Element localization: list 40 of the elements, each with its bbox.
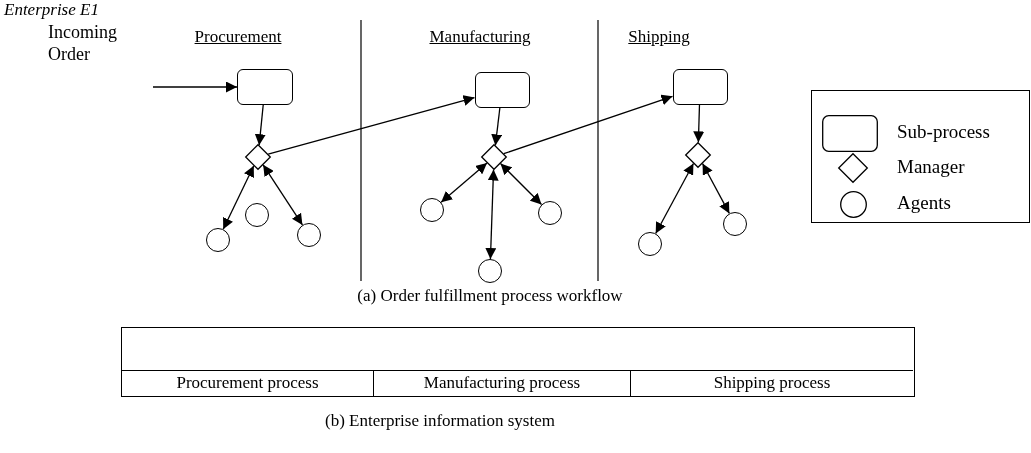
arrow [655,162,695,235]
table-cell: Procurement process [122,370,373,396]
caption: (b) Enterprise information system [325,412,555,431]
arrow [485,168,499,260]
input-label: Incoming Order [48,22,153,70]
arrow [701,162,730,215]
arrow [262,164,304,226]
arrow [267,95,476,155]
arrow [693,104,705,143]
arrow [440,162,488,203]
lane-heading: Procurement [194,28,282,47]
arrow [491,107,503,147]
arrow [503,94,674,155]
arrow [499,162,543,206]
agent-circle [420,198,444,222]
sub-process-box [474,72,530,108]
legend-text: Agents [897,193,951,214]
agent-circle [638,232,662,256]
arrow [254,104,266,146]
manager-diamond [245,144,271,170]
arrow [152,81,238,93]
sub-process-box [672,69,728,105]
manager-diamond [481,144,507,170]
arrow [222,165,255,230]
legend-text: Manager [897,157,965,178]
agent-circle [723,212,747,236]
lane-heading: Manufacturing [429,28,531,47]
agent-circle [538,201,562,225]
agent-circle [478,259,502,283]
enterprise-label: Enterprise E1 [4,1,99,20]
legend-text: Sub-process [897,122,990,143]
table-cell: Manufacturing process [373,370,630,396]
manager-diamond [685,142,711,168]
caption: (a) Order fulfillment process workflow [357,287,623,306]
agent-circle [206,228,230,252]
agent-circle [245,203,269,227]
sub-process-box [237,69,293,105]
lane-heading: Shipping [628,28,690,47]
agent-circle [297,223,321,247]
table-cell: Shipping process [630,370,913,396]
